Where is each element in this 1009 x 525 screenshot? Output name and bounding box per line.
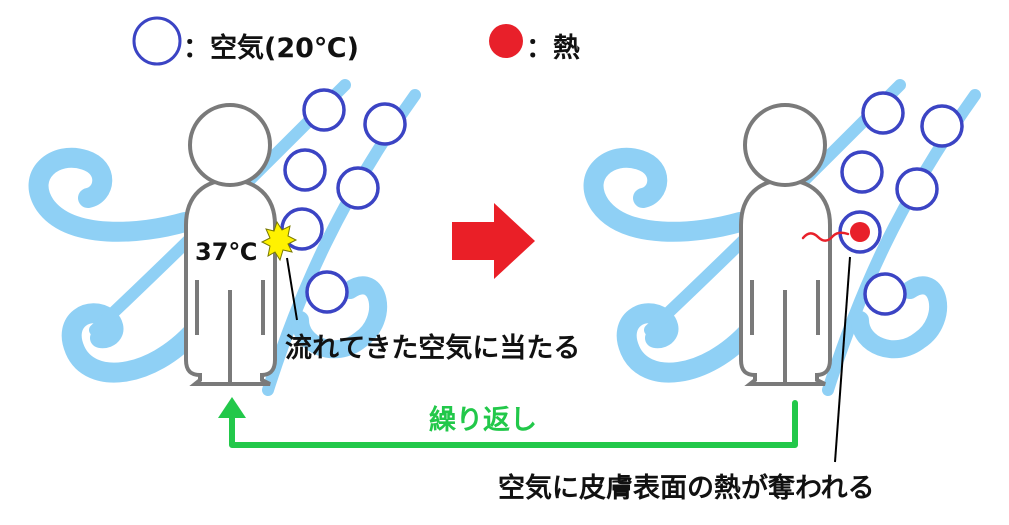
air-circles-right — [838, 91, 964, 316]
repeat-loop-arrow-icon — [229, 400, 798, 448]
legend-heat-icon — [489, 24, 523, 58]
person-left-icon — [184, 103, 277, 386]
legend-air-icon — [132, 16, 182, 66]
right-caption: 空気に皮膚表面の熱が奪われる — [498, 473, 875, 504]
body-temperature-label: 37℃ — [195, 238, 258, 266]
impact-burst-icon — [260, 220, 298, 262]
heat-wave-icon — [801, 231, 850, 242]
transition-arrow-icon — [452, 203, 535, 279]
legend-heat-label: ：熱 — [526, 33, 580, 64]
repeat-label: 繰り返し — [429, 405, 537, 436]
air-circles-left — [280, 88, 407, 314]
legend-air-label: ：空気(20℃) — [183, 33, 359, 64]
heat-dot-icon — [850, 222, 870, 242]
callout-line-left — [286, 257, 298, 321]
callout-line-right — [834, 256, 851, 463]
left-caption: 流れてきた空気に当たる — [285, 333, 581, 364]
person-right-icon — [739, 103, 832, 386]
repeat-arrowhead-icon — [218, 397, 246, 418]
